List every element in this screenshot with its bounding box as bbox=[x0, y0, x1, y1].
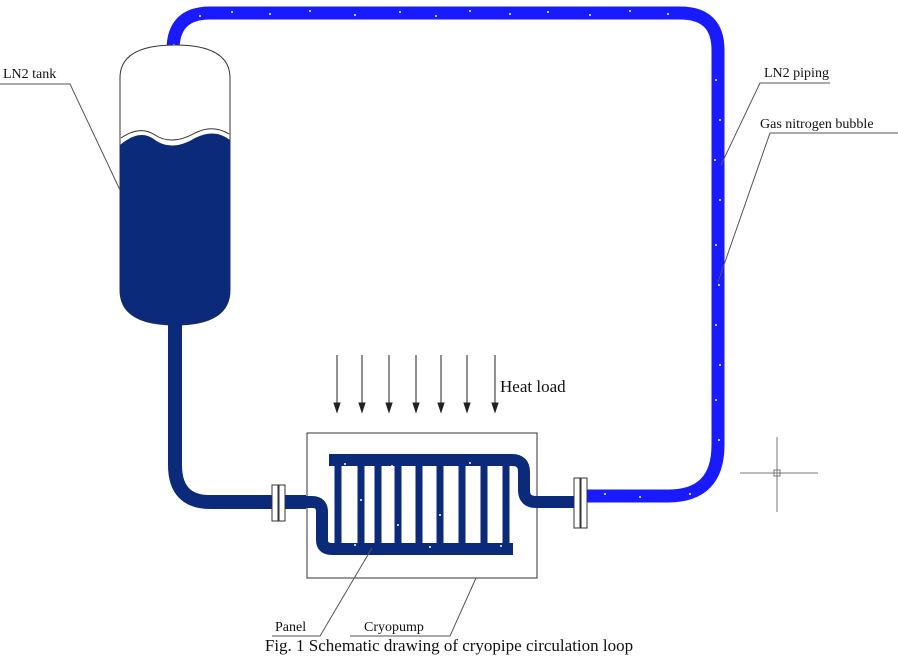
tank-label: LN2 tank bbox=[3, 67, 57, 82]
piping-leader bbox=[720, 82, 830, 166]
figure-caption: Fig. 1 Schematic drawing of cryopipe cir… bbox=[264, 636, 634, 655]
outlet-flange bbox=[573, 477, 588, 529]
heat-load-label: Heat load bbox=[500, 377, 566, 396]
bubble-leader bbox=[717, 132, 898, 283]
panel-label: Panel bbox=[275, 620, 307, 635]
panel-leader bbox=[272, 547, 373, 637]
leader-lines bbox=[0, 82, 898, 637]
cryopump-label: Cryopump bbox=[364, 620, 424, 635]
piping-label: LN2 piping bbox=[764, 66, 829, 81]
bubble-label: Gas nitrogen bubble bbox=[760, 117, 874, 132]
tank-leader bbox=[0, 83, 121, 191]
cryopump-leader bbox=[350, 577, 477, 637]
crosshair-marker bbox=[740, 437, 818, 512]
ln2-tank bbox=[119, 44, 231, 326]
gas-nitrogen-bubbles bbox=[171, 10, 721, 498]
panel bbox=[306, 454, 574, 555]
inlet-flange bbox=[271, 484, 286, 522]
ln2-supply-line bbox=[168, 325, 306, 509]
ln2-piping bbox=[166, 6, 725, 503]
heat-load-arrows bbox=[333, 355, 499, 414]
